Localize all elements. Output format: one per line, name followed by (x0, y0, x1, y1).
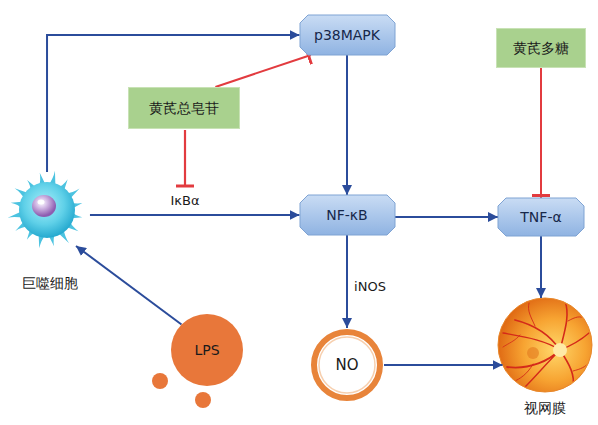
arrow-connector (76, 246, 182, 325)
pathway-box: p38MAPK (300, 15, 395, 55)
inhibition-connector (215, 55, 311, 87)
node-label: 巨噬细胞 (22, 275, 78, 292)
pathway-box: NF-κB (300, 195, 395, 235)
node-label: 黄芪总皂苷 (149, 100, 219, 117)
drug-box: 黄芪多糖 (496, 28, 586, 68)
stimulus-circle: LPS (171, 314, 243, 386)
macrophage-illustration (8, 171, 83, 248)
node-label: TNF-α (520, 209, 561, 226)
arrow-connector (47, 35, 299, 172)
macrophage-node: 巨噬细胞 (5, 165, 95, 295)
node-label: NF-κB (326, 207, 367, 224)
node-label: LPS (194, 342, 219, 359)
inhibition-line (184, 130, 186, 185)
inhibition-bar (176, 185, 194, 188)
edge-label: IκBα (169, 193, 202, 209)
inhibition-connector (540, 68, 542, 198)
retina-illustration (498, 298, 592, 392)
arrow-connector (346, 55, 348, 195)
node-label: 黄芪多糖 (513, 40, 569, 57)
arrow-connector (90, 214, 300, 216)
arrow-connector (346, 235, 348, 328)
node-label: NO (335, 356, 358, 374)
pathway-box: TNF-α (498, 198, 584, 236)
arrow-connector (540, 236, 542, 298)
arrow-connector (384, 364, 503, 366)
arrow-connector (395, 216, 499, 218)
product-circle: NO (310, 328, 384, 402)
node-label: p38MAPK (314, 27, 380, 44)
edge-label: iNOS (352, 279, 388, 295)
node-label: 视网膜 (524, 400, 566, 417)
retina-node: 视网膜 (495, 290, 595, 420)
drug-box: 黄芪总皂苷 (128, 87, 240, 129)
lps-particle (195, 392, 211, 408)
lps-particle (152, 373, 168, 389)
